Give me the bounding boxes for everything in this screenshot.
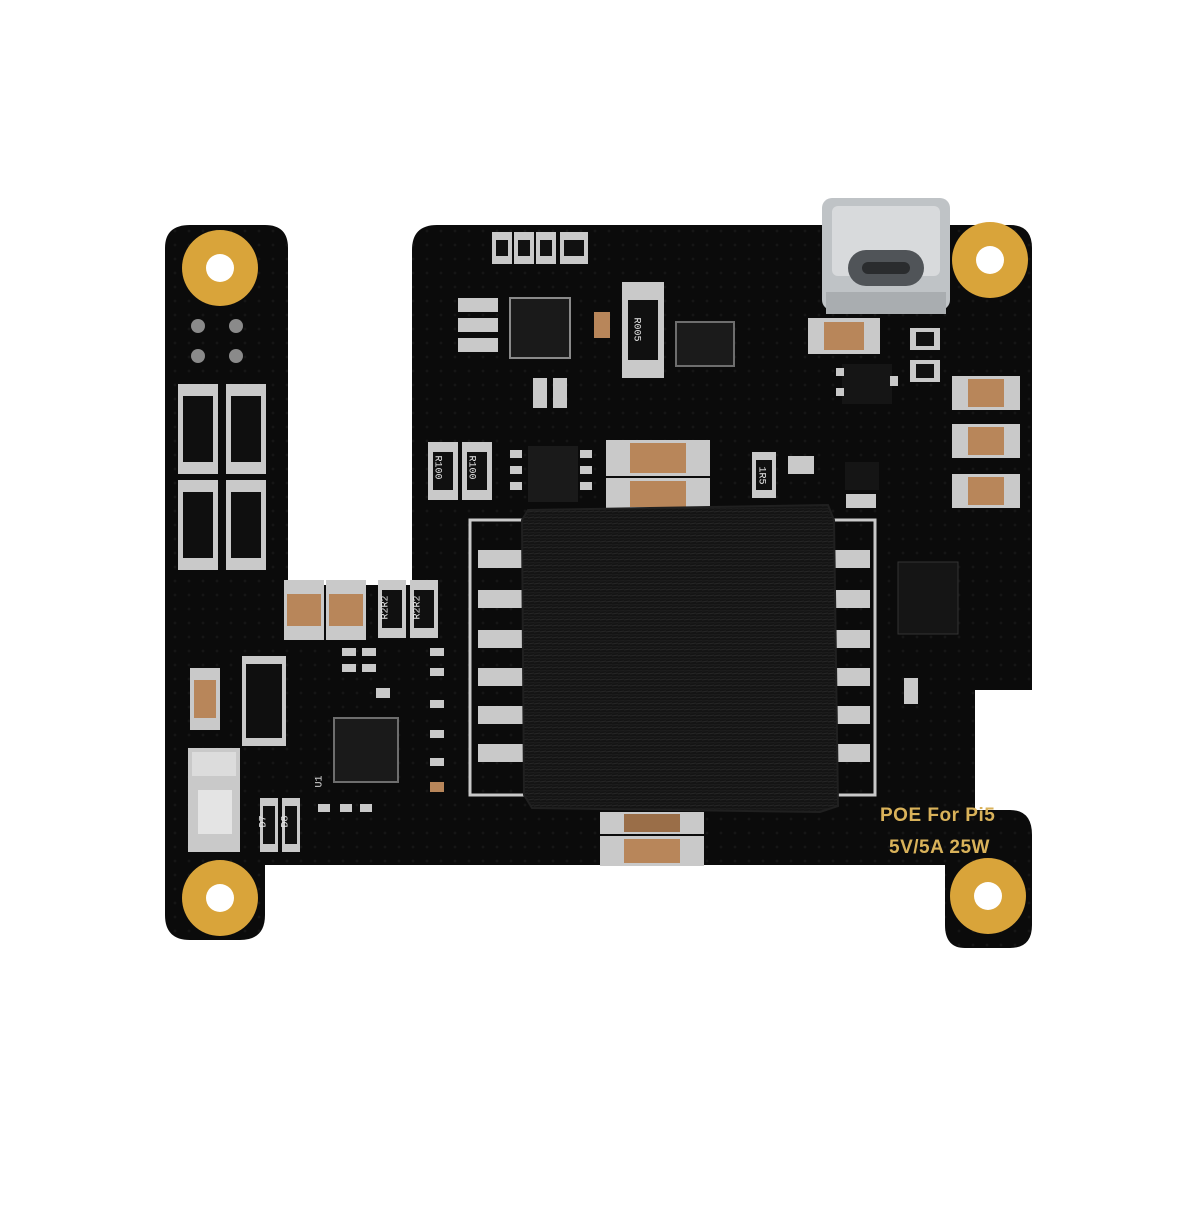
board-label-rating: 5V/5A 25W xyxy=(889,837,990,858)
ic-qfn-lower xyxy=(333,717,399,783)
silkscreen-1r5: 1R5 xyxy=(755,466,767,485)
silkscreen-r2r2-a: R2R2 xyxy=(380,595,392,620)
mounting-hole-bottom-left xyxy=(182,860,258,936)
pin-pads-left xyxy=(191,319,243,363)
mounting-hole-bottom-right xyxy=(950,858,1026,934)
inductor-pins-right xyxy=(830,550,870,762)
capacitors-bottom xyxy=(600,812,704,866)
mounting-hole-top-right xyxy=(952,222,1028,298)
small-passives-lower xyxy=(318,648,444,812)
resistor-1r5 xyxy=(752,452,814,498)
usb-c-connector xyxy=(822,198,950,314)
silkscreen-r100-b: R100 xyxy=(465,455,477,480)
silkscreen-r2r2-b: R2R2 xyxy=(412,595,424,620)
capacitors-lower-left xyxy=(284,580,366,640)
diodes-left xyxy=(178,384,266,570)
silkscreen-r005: R005 xyxy=(630,317,642,342)
resistor-pair-right xyxy=(910,328,940,382)
shunt-resistor xyxy=(594,282,664,378)
board-label-title: POE For Pi5 xyxy=(880,805,996,826)
insulating-tape xyxy=(520,503,840,814)
ic-sot-right xyxy=(845,462,879,508)
capacitor-near-usb xyxy=(808,318,880,354)
silkscreen-d7: D7 xyxy=(258,815,270,828)
resistor-array-top xyxy=(492,232,588,264)
capacitors-middle xyxy=(606,440,710,510)
mosfet-middle xyxy=(510,446,592,502)
diodes-d7-d8 xyxy=(260,798,300,852)
resistors-r2r2 xyxy=(378,580,438,638)
mounting-hole-top-left xyxy=(182,230,258,306)
silkscreen-u1: U1 xyxy=(314,775,326,788)
capacitors-right-stack xyxy=(952,376,1020,508)
fuse-lower-left xyxy=(188,748,240,852)
resistor-right-lower xyxy=(904,678,918,704)
diode-lower-left xyxy=(190,656,286,746)
silkscreen-d8: D8 xyxy=(280,815,292,828)
ic-right-side xyxy=(897,561,959,635)
inductor-pins-left xyxy=(478,550,524,762)
passives-top-left xyxy=(458,298,567,408)
silkscreen-r100-a: R100 xyxy=(431,455,443,480)
ic-soic-top xyxy=(675,321,735,367)
ic-qfn-top xyxy=(509,297,571,359)
transistor-right xyxy=(836,364,898,404)
resistors-r100 xyxy=(428,442,492,500)
